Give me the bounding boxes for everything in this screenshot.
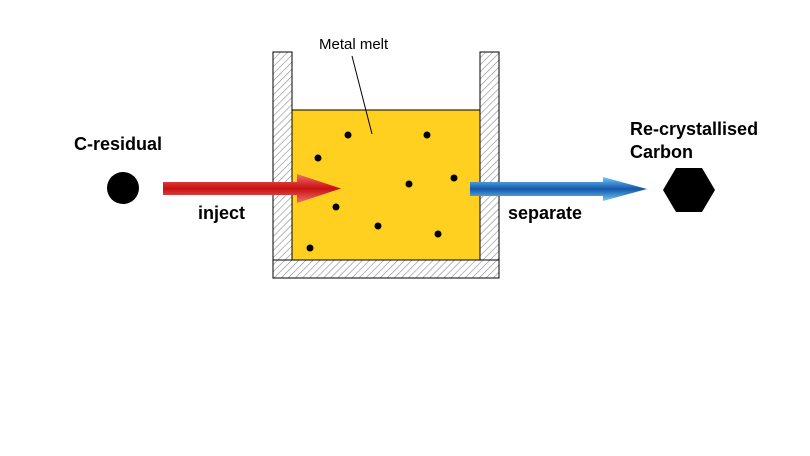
carbon-particle <box>332 203 340 211</box>
carbon-particle <box>314 154 322 162</box>
carbon-particle <box>405 180 413 188</box>
carbon-particle <box>423 131 431 139</box>
dissolved-carbon-particles <box>306 131 458 252</box>
crystal-hexagon-icon <box>663 168 715 212</box>
crucible-left-wall <box>272 51 293 279</box>
carbon-particle <box>344 131 352 139</box>
separate-label: separate <box>508 203 582 223</box>
carbon-particle <box>434 230 442 238</box>
input-label: C-residual <box>74 134 162 154</box>
crucible-base <box>272 259 500 279</box>
melt-leader-line <box>351 55 373 135</box>
carbon-particle <box>374 222 382 230</box>
inject-label: inject <box>198 203 245 223</box>
crucible <box>272 51 500 279</box>
output-label-line2: Carbon <box>630 142 693 162</box>
output-label-line1: Re-crystallised <box>630 119 758 139</box>
carbon-particle-circle-icon <box>107 172 139 204</box>
carbon-particle <box>450 174 458 182</box>
crucible-right-wall <box>479 51 500 279</box>
melt-label: Metal melt <box>319 36 389 53</box>
inject-arrow <box>163 174 341 203</box>
carbon-particle <box>306 244 314 252</box>
separate-arrow <box>470 177 647 201</box>
